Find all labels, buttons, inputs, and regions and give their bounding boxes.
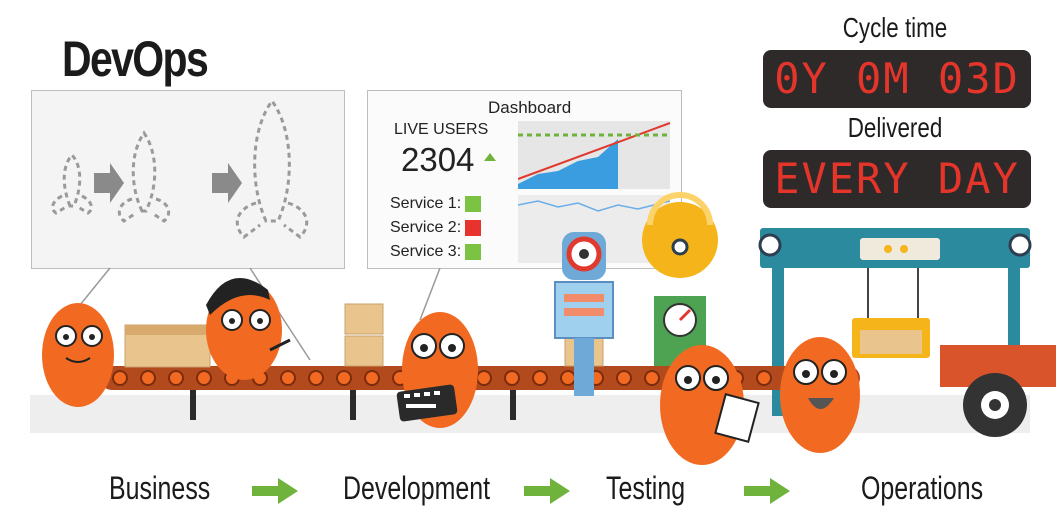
product-owner-character <box>206 278 290 380</box>
light-bulb-icon <box>642 195 718 366</box>
operations-character <box>780 337 860 453</box>
business-analyst-character <box>42 303 114 407</box>
stage-label-development: Development <box>343 470 490 507</box>
tester-character <box>660 345 759 465</box>
stage-label-operations: Operations <box>861 470 983 507</box>
arrow-right-icon <box>252 478 298 504</box>
stage-label-business: Business <box>109 470 210 507</box>
arrow-right-icon <box>744 478 790 504</box>
package-box-icon <box>125 304 603 367</box>
developer-character <box>396 312 478 428</box>
stage-label-testing: Testing <box>606 470 685 507</box>
arrow-right-icon <box>524 478 570 504</box>
